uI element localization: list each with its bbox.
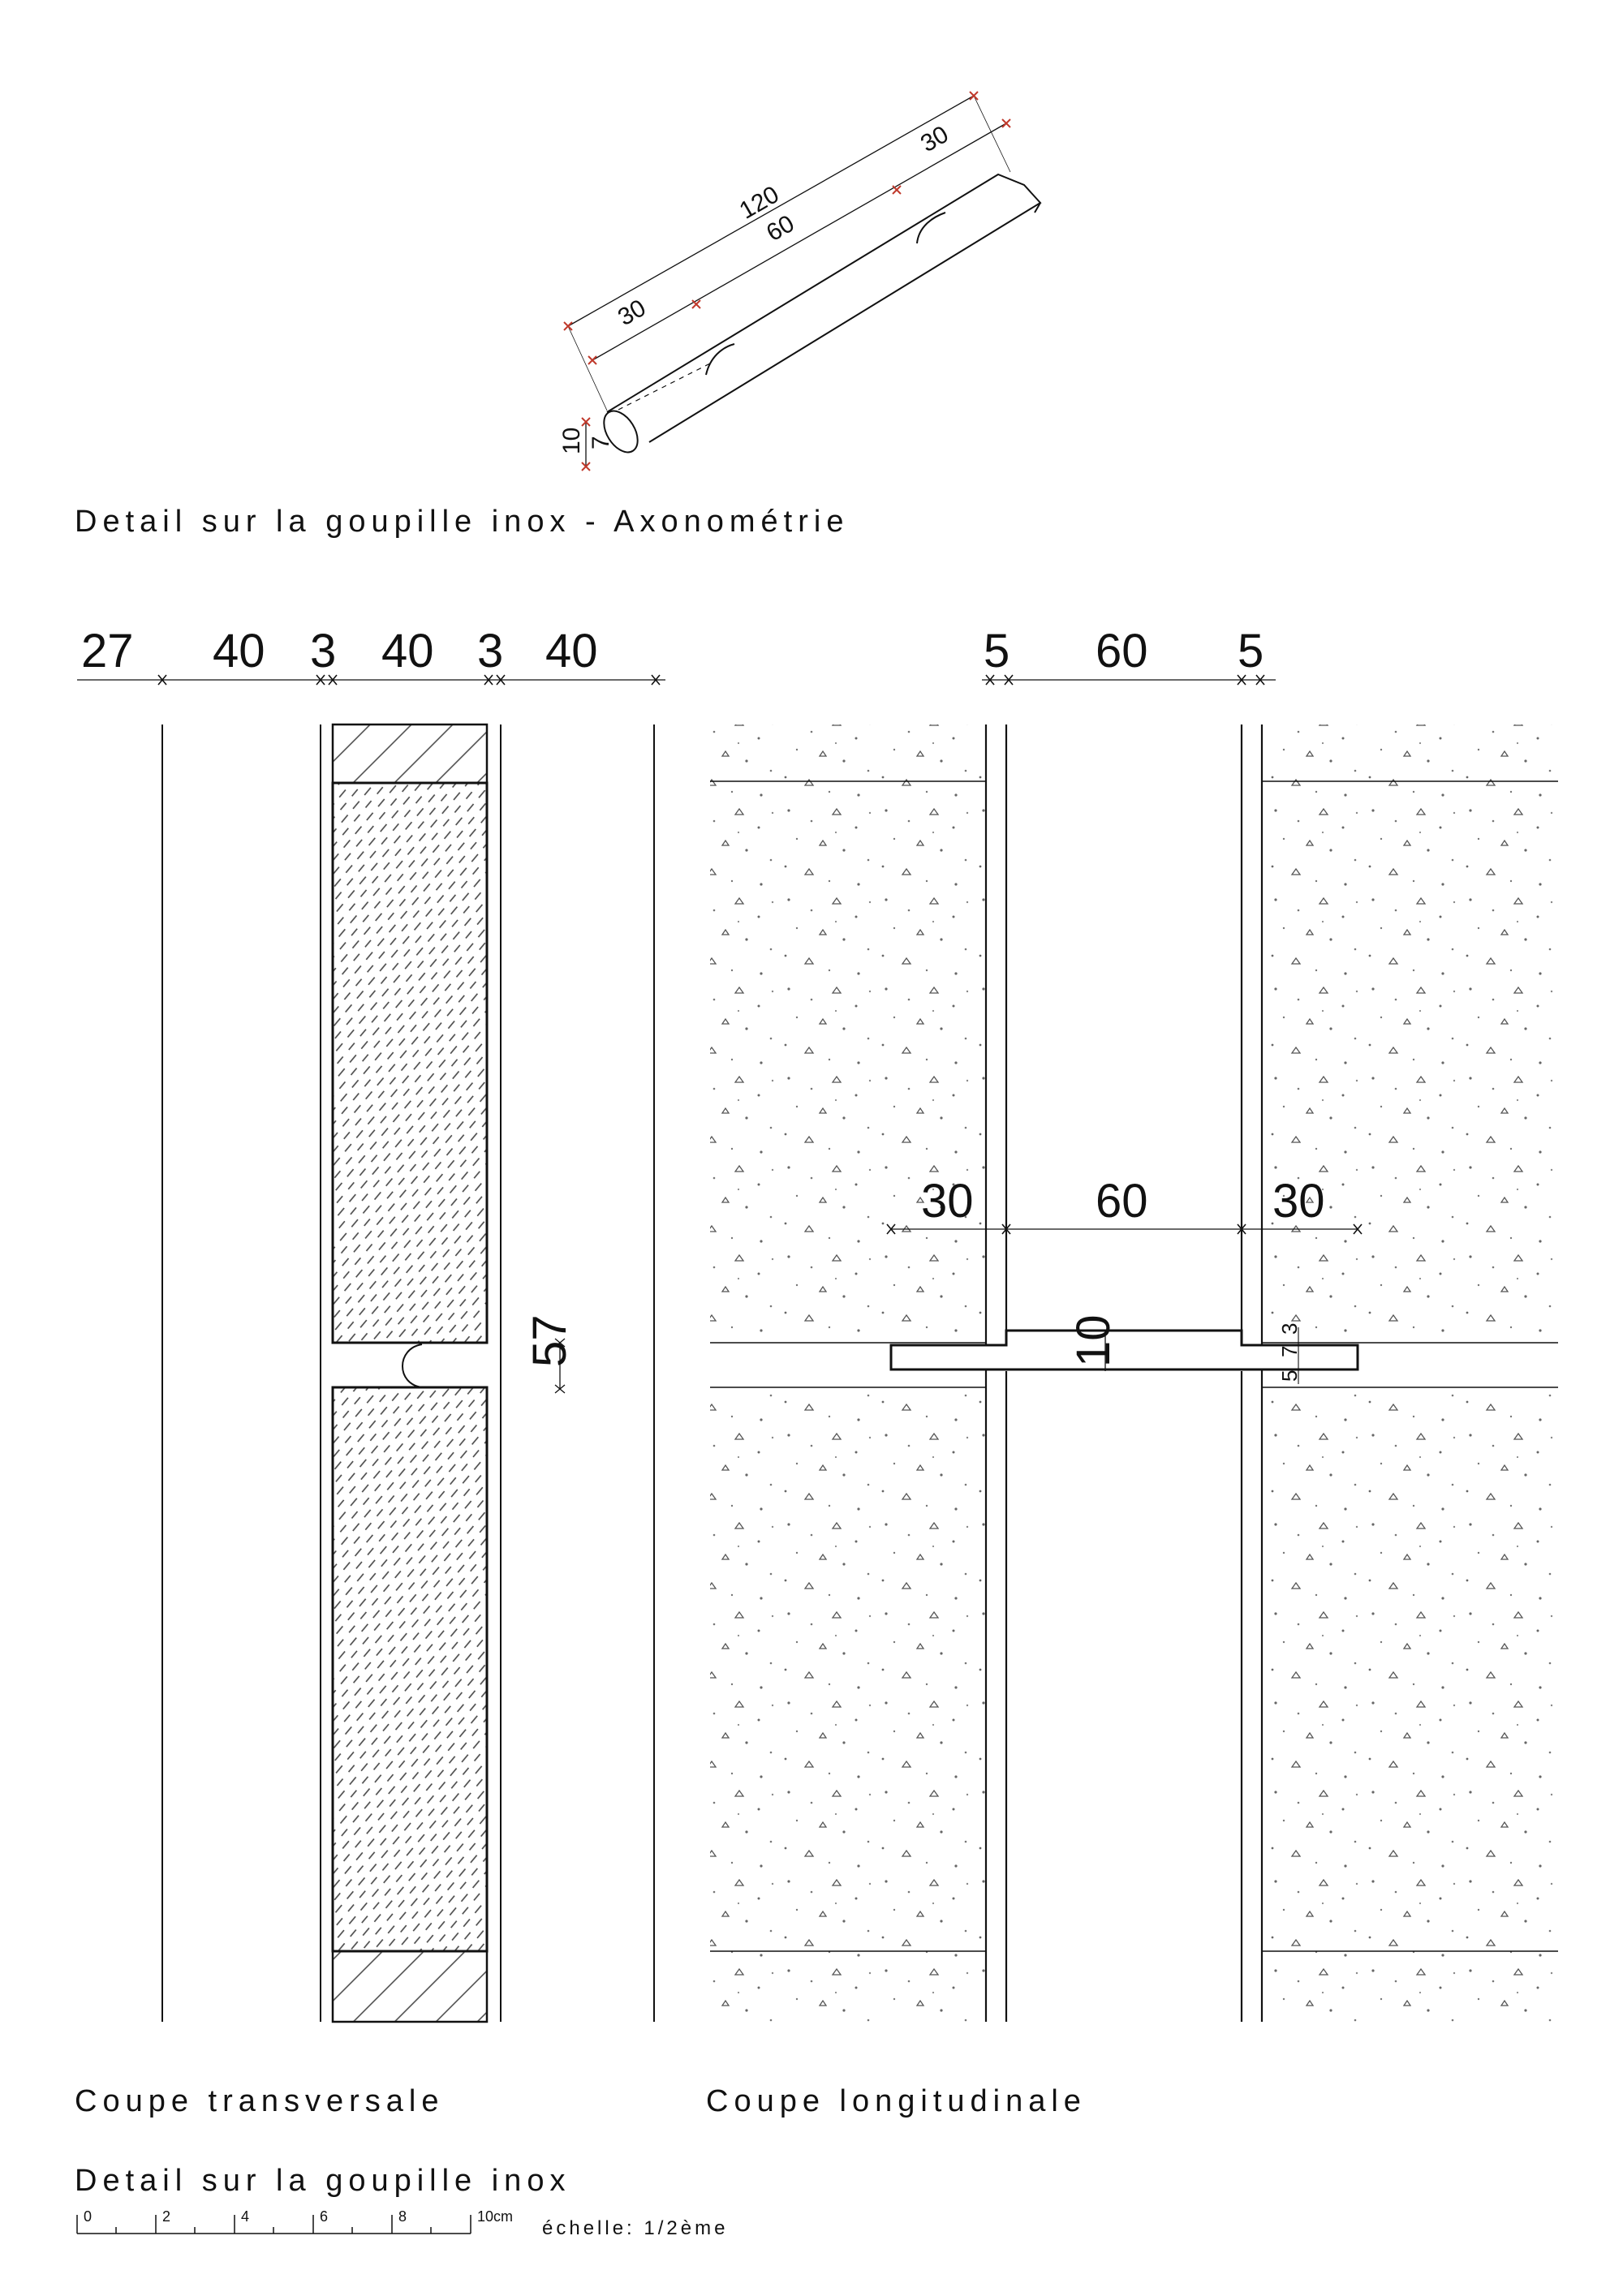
dim-40a: 40 — [213, 625, 265, 677]
dim-small-3: 3 — [1277, 1323, 1302, 1335]
scale-tick-2: 2 — [162, 2208, 170, 2225]
dim-pin-30a: 30 — [921, 1175, 974, 1228]
pin-notch-left — [705, 343, 735, 376]
dim-chain-ticks — [157, 674, 661, 686]
transverse-top-dimensions: 27 40 3 40 3 40 — [77, 625, 665, 686]
ext-line — [973, 95, 1011, 173]
pin-body-outline — [606, 173, 1042, 443]
top-end-block — [331, 723, 489, 785]
bottom-end-block — [331, 1950, 489, 2023]
scale-tick-8: 8 — [398, 2208, 407, 2225]
dim-label-flat: 7 — [588, 436, 614, 449]
pin-notch-right — [916, 212, 946, 244]
dim-line-segments — [592, 123, 1007, 361]
pin-right-end — [1034, 202, 1041, 213]
longitudinal-title: Coupe longitudinale — [706, 2084, 1087, 2118]
dim-label-end-left: 30 — [613, 295, 650, 331]
drawing-title: Detail sur la goupille inox — [75, 2164, 570, 2198]
dim-5a: 5 — [984, 625, 1010, 677]
ext-line — [567, 325, 608, 411]
dim-chain-ticks — [985, 674, 1265, 686]
dim-57: 57 — [523, 1314, 576, 1367]
transverse-section: 27 40 3 40 3 40 57 Coupe transversale — [75, 625, 665, 2118]
dim-pin-60: 60 — [1096, 1175, 1148, 1228]
dim-40c: 40 — [545, 625, 598, 677]
pin-cross-section — [402, 1344, 423, 1388]
concrete-blocks — [710, 724, 1558, 2022]
dim-label-diameter: 10 — [558, 428, 585, 454]
dim-small-7: 7 — [1277, 1346, 1302, 1357]
dim-pin-height: 10 — [1067, 1314, 1120, 1367]
dim-label-middle: 60 — [762, 210, 799, 247]
scale-ratio: échelle: 1/2ème — [542, 2217, 728, 2239]
pin-dimensions: 30 60 30 10 5 7 3 — [886, 1175, 1363, 1384]
pin-hidden-line — [618, 363, 711, 411]
concrete-upper-left — [710, 724, 986, 1343]
longitudinal-top-dimensions: 5 60 5 — [982, 625, 1276, 686]
dim-small-5: 5 — [1277, 1370, 1302, 1382]
dim-3b: 3 — [477, 625, 503, 677]
longitudinal-section: 5 60 5 — [706, 625, 1558, 2118]
dim-label-end-right: 30 — [916, 121, 953, 157]
scale-bar: 0 2 4 6 8 10cm — [76, 2208, 513, 2234]
axonometry-view: 120 60 30 30 10 7 Detail sur la goupille… — [75, 91, 1042, 539]
concrete-lower-right — [1262, 1387, 1558, 2022]
gap-dimension — [554, 1338, 566, 1394]
dim-ticks — [563, 91, 1011, 471]
axonometry-dimension-lines — [563, 91, 1011, 471]
dim-3a: 3 — [310, 625, 336, 677]
dim-pin-30b: 30 — [1272, 1175, 1325, 1228]
scale-tick-0: 0 — [84, 2208, 92, 2225]
pin-axonometric-drawing — [603, 173, 1042, 454]
axonometry-title: Detail sur la goupille inox - Axonométri… — [75, 505, 849, 539]
dim-5b: 5 — [1238, 625, 1264, 677]
transverse-title: Coupe transversale — [75, 2084, 445, 2118]
pin-end-face — [603, 410, 639, 454]
dim-60: 60 — [1096, 625, 1148, 677]
pin-longitudinal-profile — [889, 1329, 1359, 1371]
longitudinal-walls — [984, 724, 1264, 2022]
transverse-outlines — [161, 724, 655, 2022]
dim-40b: 40 — [381, 625, 434, 677]
scale-tick-6: 6 — [320, 2208, 328, 2225]
scale-tick-4: 4 — [241, 2208, 249, 2225]
scale-tick-10cm: 10cm — [477, 2208, 513, 2225]
dim-line-overall — [567, 95, 975, 327]
dim-27: 27 — [81, 625, 134, 677]
lower-hatched-panel — [331, 1386, 489, 1953]
concrete-lower-left — [710, 1387, 986, 2022]
upper-hatched-panel — [331, 781, 489, 1344]
concrete-upper-right — [1262, 724, 1558, 1343]
joint-lines — [710, 780, 1558, 1952]
drawing-footer: Detail sur la goupille inox 0 2 4 6 8 1 — [75, 2164, 728, 2239]
